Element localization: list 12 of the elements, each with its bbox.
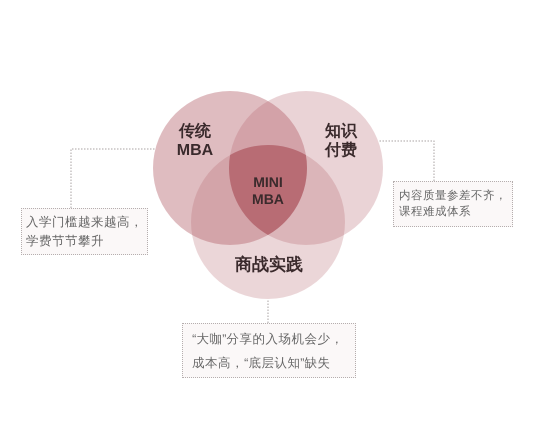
callout-box	[21, 208, 148, 255]
callout-text: “大咖”分享的入场机会少，成本高，“底层认知”缺失	[192, 330, 344, 372]
circle-label: 传统MBA	[176, 122, 214, 160]
circle-label: 商战实践	[234, 254, 304, 276]
callout-box	[393, 181, 513, 227]
leader-line	[378, 140, 434, 182]
overlap-label: MINI MBA	[251, 174, 285, 208]
callout-text: 入学门槛越来越高，学费节节攀升	[26, 214, 144, 250]
leader-line	[70, 148, 156, 208]
callout-box	[182, 323, 356, 378]
circle-label: 知识付费	[324, 122, 358, 160]
callout-text: 内容质量参差不齐，课程难成体系	[398, 188, 508, 220]
